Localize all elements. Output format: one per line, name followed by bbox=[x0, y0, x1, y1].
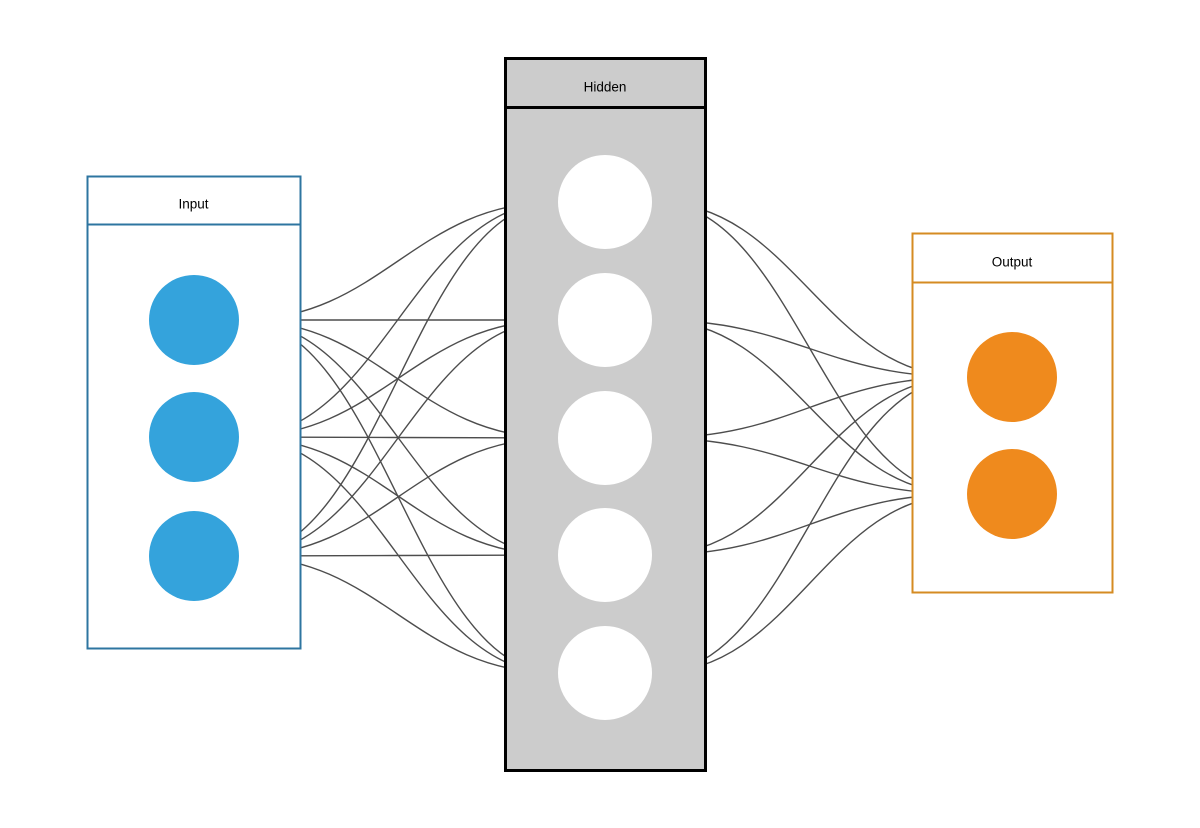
layer-title-output: Output bbox=[992, 255, 1033, 270]
hidden-node-3[interactable] bbox=[558, 391, 652, 485]
input-node-3[interactable] bbox=[149, 511, 239, 601]
input-node-2[interactable] bbox=[149, 392, 239, 482]
output-node-1[interactable] bbox=[967, 332, 1057, 422]
input-node-1[interactable] bbox=[149, 275, 239, 365]
output-node-2[interactable] bbox=[967, 449, 1057, 539]
hidden-node-1[interactable] bbox=[558, 155, 652, 249]
hidden-node-4[interactable] bbox=[558, 508, 652, 602]
hidden-node-2[interactable] bbox=[558, 273, 652, 367]
layer-nodes bbox=[149, 155, 1057, 720]
hidden-node-5[interactable] bbox=[558, 626, 652, 720]
layer-title-input: Input bbox=[178, 197, 208, 212]
layer-title-hidden: Hidden bbox=[584, 80, 627, 95]
